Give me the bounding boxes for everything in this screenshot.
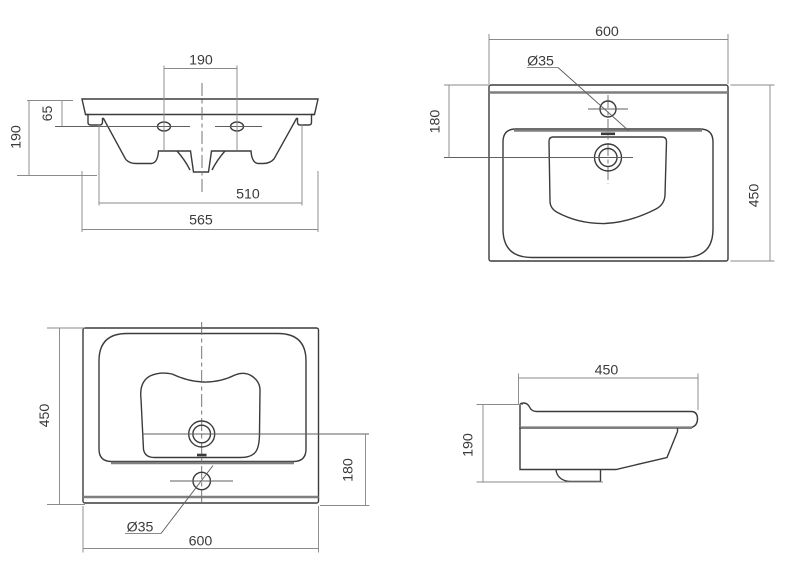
underside-view: 450 180 Ø35 600 xyxy=(37,322,370,553)
dim-label-drain-to-edge: 180 xyxy=(341,458,357,482)
drain-boss xyxy=(555,469,602,483)
bowl-profile xyxy=(519,427,679,471)
dim-label-overall-depth: 450 xyxy=(37,404,53,428)
plan-view: 600 Ø35 180 450 xyxy=(428,24,775,262)
dim-label-faucet-hole-diameter: Ø35 xyxy=(527,54,554,70)
dim-label-overall-depth: 450 xyxy=(595,363,619,379)
dim-overall-depth: 450 xyxy=(730,84,775,262)
dim-label-overall-width: 600 xyxy=(595,24,619,40)
basin-outline xyxy=(98,332,307,463)
drain-fillet-left xyxy=(176,150,191,171)
dim-label-overall-depth: 450 xyxy=(747,184,763,208)
drain-fillet-right xyxy=(211,150,226,171)
dim-label-mounting-spacing: 510 xyxy=(236,187,260,203)
dim-label-faucet-spacing: 190 xyxy=(189,53,213,69)
dim-overall-width: 600 xyxy=(488,24,729,84)
dim-label-height: 190 xyxy=(461,433,477,457)
dim-label-faucet-hole-diameter: Ø35 xyxy=(127,520,154,536)
leader-line xyxy=(160,465,214,534)
dim-height: 190 xyxy=(461,404,603,483)
countertop-outline xyxy=(488,84,729,262)
dim-label-rim-to-holes: 65 xyxy=(40,106,56,122)
front-view: 190 65 190 510 565 xyxy=(9,53,319,232)
leader-line xyxy=(557,67,630,132)
basin-outline xyxy=(502,128,714,259)
basin-depression xyxy=(140,372,261,459)
dim-mounting-spacing: 510 xyxy=(98,124,303,206)
dim-overall-depth: 450 xyxy=(37,327,85,505)
dim-faucet-hole-diameter: Ø35 xyxy=(527,54,630,132)
dim-overall-depth: 450 xyxy=(518,363,699,410)
basin-depression xyxy=(548,136,668,225)
dim-label-overall-width: 600 xyxy=(189,534,213,550)
dim-rim-to-holes: 65 xyxy=(27,100,73,127)
sink-outline xyxy=(81,98,319,173)
dim-faucet-hole-diameter: Ø35 xyxy=(125,465,214,536)
dim-overall-width: 600 xyxy=(82,506,319,553)
dim-label-height: 190 xyxy=(9,125,25,149)
dim-back-to-drain: 180 xyxy=(428,84,633,158)
dim-height: 190 xyxy=(9,100,97,176)
countertop-outline xyxy=(82,327,320,504)
dim-label-overall-width: 565 xyxy=(189,213,213,229)
dim-faucet-spacing: 190 xyxy=(163,53,238,150)
dim-overall-width: 565 xyxy=(81,171,319,232)
dim-drain-to-edge: 180 xyxy=(142,433,370,506)
side-view: 450 190 xyxy=(461,363,699,483)
dim-label-back-to-drain: 180 xyxy=(428,110,444,134)
rim-profile xyxy=(519,402,699,429)
